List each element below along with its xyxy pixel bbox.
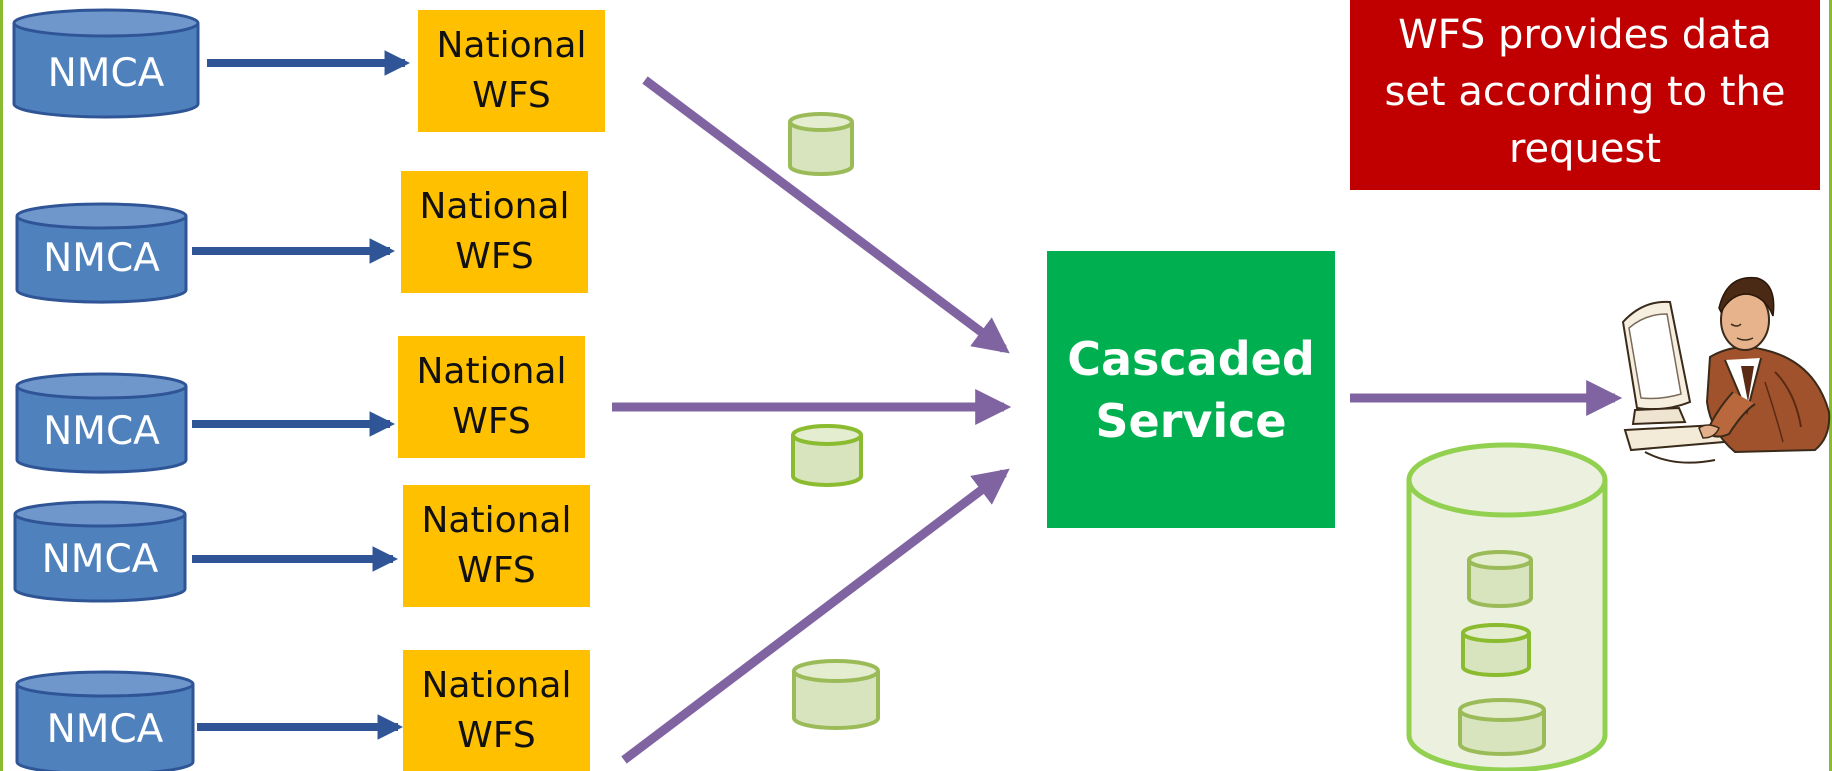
- database-cylinder-icon: [1461, 623, 1531, 677]
- wfs-to-cascaded-arrows: [612, 76, 1623, 764]
- wfs-to-cascaded-arrow-bottom: [621, 468, 1010, 764]
- nmca-label: NMCA: [43, 236, 160, 281]
- database-cylinder-icon: [788, 112, 854, 176]
- nmca-database-3: NMCA: [15, 372, 188, 475]
- nmca-label: NMCA: [41, 537, 159, 582]
- nmca-database-1: NMCA: [12, 8, 200, 120]
- nmca-label: NMCA: [46, 707, 164, 752]
- result-dataset-cylinder: [1406, 442, 1608, 771]
- database-cylinder-icon: [13, 500, 187, 603]
- database-cylinder-icon: [15, 202, 188, 304]
- database-cylinder-icon: [792, 659, 880, 730]
- national-wfs-box-3: National WFS: [398, 336, 585, 458]
- nmca-database-5: NMCA: [15, 670, 195, 771]
- nmca-label: NMCA: [47, 51, 165, 96]
- user-at-computer-icon: [1621, 276, 1831, 464]
- national-wfs-label: National WFS: [419, 186, 570, 277]
- database-cylinder-icon: [1458, 698, 1546, 756]
- nmca-database-2: NMCA: [15, 202, 188, 305]
- national-wfs-label: National WFS: [436, 25, 587, 116]
- database-cylinder-icon: [15, 670, 195, 771]
- database-cylinder-icon: [791, 424, 863, 487]
- cascaded-service-box: Cascaded Service: [1047, 251, 1335, 528]
- nmca-database-4: NMCA: [13, 500, 187, 604]
- wfs-note-callout: WFS provides data set according to the r…: [1350, 0, 1820, 190]
- national-wfs-label: National WFS: [421, 500, 572, 591]
- database-cylinder-icon: [12, 8, 200, 119]
- national-wfs-label: National WFS: [416, 351, 567, 442]
- national-wfs-box-5: National WFS: [403, 650, 590, 771]
- database-cylinder-icon: [15, 372, 188, 474]
- cascaded-service-label: Cascaded Service: [1067, 331, 1315, 448]
- database-cylinder-icon: [1467, 550, 1533, 608]
- national-wfs-box-4: National WFS: [403, 485, 590, 607]
- frame-left-border: [0, 0, 3, 771]
- nmca-label: NMCA: [43, 409, 160, 454]
- national-wfs-label: National WFS: [421, 664, 572, 756]
- nmca-to-wfs-arrows: [192, 50, 411, 740]
- wfs-to-cascaded-arrow-top: [642, 76, 1010, 354]
- frame-right-border: [1829, 0, 1832, 771]
- wfs-note-text: WFS provides data set according to the r…: [1384, 12, 1786, 172]
- national-wfs-box-1: National WFS: [418, 10, 605, 132]
- national-wfs-box-2: National WFS: [401, 171, 588, 293]
